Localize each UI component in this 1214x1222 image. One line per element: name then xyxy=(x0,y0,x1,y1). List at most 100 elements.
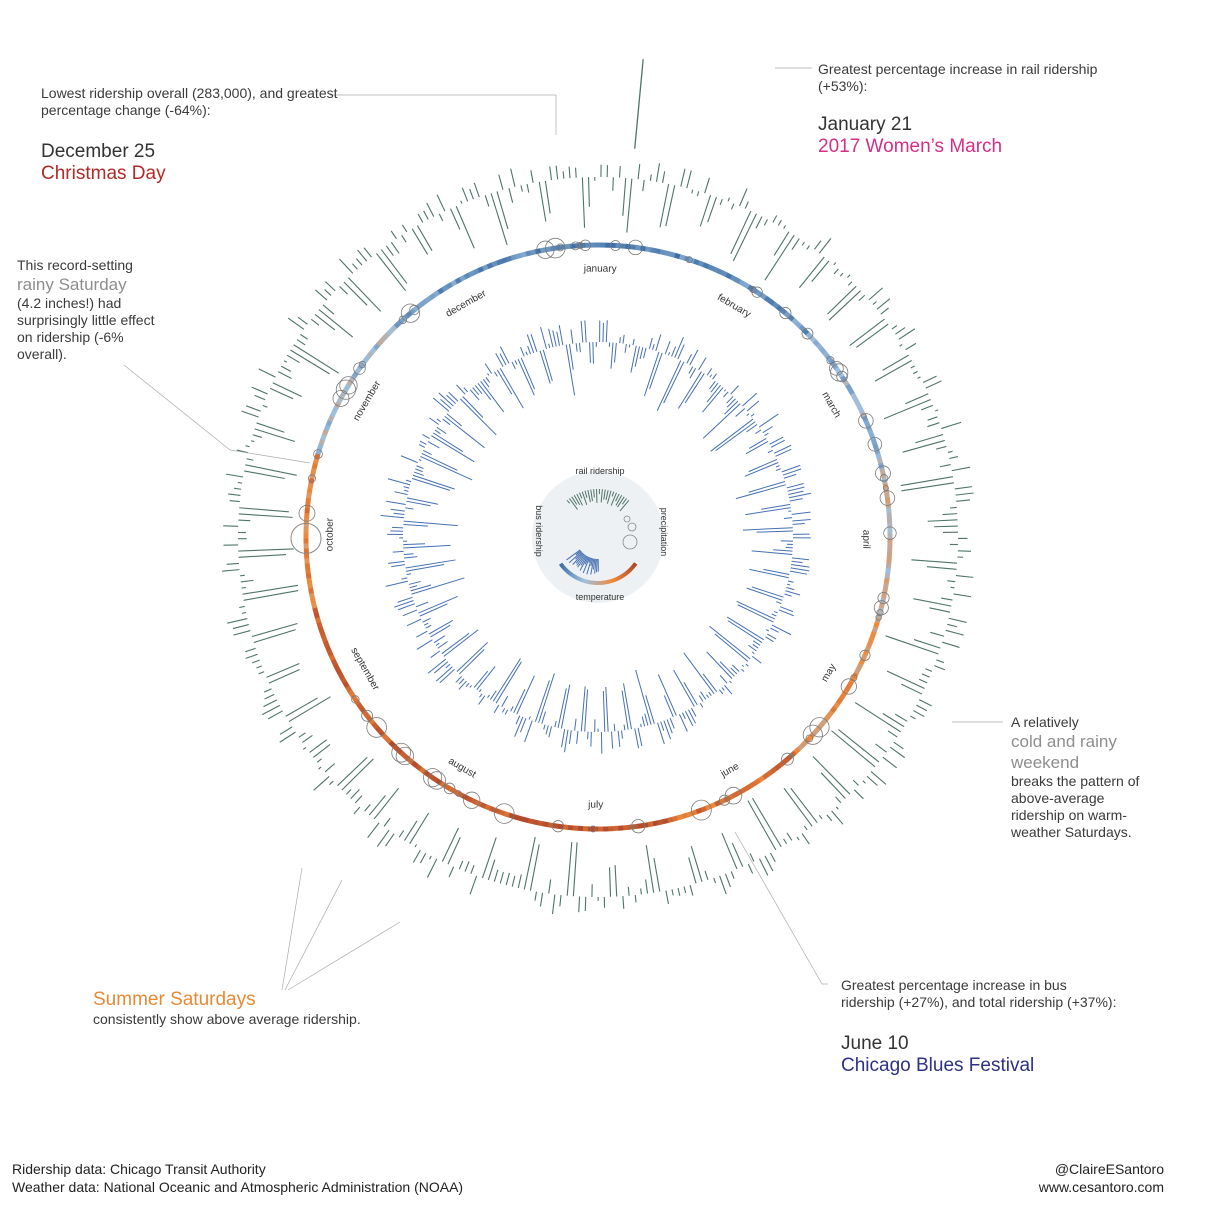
temperature-segment xyxy=(372,342,381,351)
month-label: august xyxy=(446,756,478,781)
temperature-ring xyxy=(303,242,893,832)
rail-bar xyxy=(915,433,944,444)
temperature-segment xyxy=(793,747,801,755)
rail-bar xyxy=(618,166,621,178)
womens-march-date: January 21 xyxy=(818,114,913,135)
temperature-segment xyxy=(652,820,659,827)
annotation-cold-weekend: A relatively cold and rainy weekend brea… xyxy=(1011,714,1151,841)
bus-bar xyxy=(413,471,424,476)
rail-bar xyxy=(350,789,360,800)
rail-bar xyxy=(895,327,906,335)
rail-bar xyxy=(948,617,967,623)
bus-bar xyxy=(403,486,410,489)
footer-handle[interactable]: @ClaireESantoro xyxy=(1054,1161,1164,1177)
bus-bar xyxy=(746,400,760,412)
temperature-segment xyxy=(337,672,345,680)
bus-bar xyxy=(422,617,431,623)
legend-bus-bar xyxy=(586,557,593,575)
precipitation-circle xyxy=(801,327,814,340)
bus-bar xyxy=(721,687,725,691)
rail-bar xyxy=(316,758,322,763)
rail-bar xyxy=(927,519,958,522)
bus-bar xyxy=(741,668,745,672)
rail-bar xyxy=(411,228,429,255)
rail-bar xyxy=(523,837,536,890)
rail-bar xyxy=(283,360,288,363)
rail-bar xyxy=(882,756,898,769)
bus-bar xyxy=(791,511,811,515)
rail-bar xyxy=(240,579,254,583)
bus-bar xyxy=(771,613,777,617)
temperature-segment xyxy=(885,563,892,569)
rail-bar xyxy=(232,624,249,630)
bus-bar xyxy=(621,690,629,730)
christmas-text: Lowest ridership overall (283,000), and … xyxy=(41,85,338,118)
rail-bar xyxy=(941,421,962,430)
temperature-segment xyxy=(475,800,482,807)
rail-bar xyxy=(324,763,336,773)
rail-bar xyxy=(858,294,866,302)
temperature-segment xyxy=(669,251,676,258)
bus-bar xyxy=(779,606,794,613)
temperature-segment xyxy=(764,295,772,303)
temperature-segment xyxy=(498,809,506,816)
bus-bar xyxy=(644,713,649,726)
womens-march-event: 2017 Women’s March xyxy=(818,136,1003,157)
rail-bar xyxy=(689,884,694,896)
rail-bar xyxy=(704,870,709,880)
rail-bar xyxy=(588,177,590,207)
rail-bar xyxy=(853,789,864,800)
footer-website[interactable]: www.cesantoro.com xyxy=(1038,1179,1164,1195)
precipitation-circle xyxy=(809,717,830,738)
temperature-segment xyxy=(642,822,649,828)
rail-bar xyxy=(874,359,913,382)
rail-bar xyxy=(242,584,299,595)
rail-bar xyxy=(239,507,289,513)
temperature-segment xyxy=(347,689,355,697)
temperature-segment xyxy=(718,797,726,805)
blues-fest-text: Greatest percentage increase in bus ride… xyxy=(841,977,1117,1010)
bus-bar xyxy=(671,346,677,357)
bus-bar xyxy=(766,633,777,640)
bus-bar xyxy=(709,374,713,378)
legend-bus-bar xyxy=(590,558,594,567)
bus-bar xyxy=(403,543,426,546)
rail-bar xyxy=(818,238,832,254)
bus-bar xyxy=(557,688,567,728)
temperature-segment xyxy=(768,298,776,306)
bus-bar xyxy=(727,620,763,643)
bus-bar xyxy=(770,627,779,633)
rail-bar xyxy=(243,590,299,601)
bus-bar xyxy=(419,444,426,448)
precipitation-circle xyxy=(627,239,644,256)
bus-bar xyxy=(610,342,614,369)
rail-bar xyxy=(499,872,504,884)
rail-bar xyxy=(918,678,928,684)
rail-bar xyxy=(250,440,255,443)
temperature-segment xyxy=(366,350,374,358)
bus-bar xyxy=(726,616,765,641)
rail-bar xyxy=(288,696,331,723)
rail-bar xyxy=(293,344,340,374)
bus-bar xyxy=(440,398,452,410)
bus-bar xyxy=(775,448,792,457)
temperature-segment xyxy=(325,419,333,427)
temperature-segment xyxy=(306,487,313,494)
footer-weather-source: Weather data: National Oceanic and Atmos… xyxy=(12,1179,464,1195)
legend-rail-bar xyxy=(617,496,625,508)
bus-bar xyxy=(516,675,535,715)
rail-bar xyxy=(555,165,559,180)
bus-bar xyxy=(730,385,739,395)
rail-bar xyxy=(936,659,945,664)
bus-bar xyxy=(775,468,781,472)
temperature-segment xyxy=(345,685,353,693)
bus-bar xyxy=(576,730,579,744)
precipitation-circle xyxy=(361,709,374,722)
temperature-segment xyxy=(846,680,854,689)
bus-bar xyxy=(446,413,463,427)
rail-bar xyxy=(820,772,846,799)
bus-bar xyxy=(778,609,794,617)
rail-bar xyxy=(814,240,822,250)
temperature-segment xyxy=(479,802,487,809)
temperature-segment xyxy=(477,266,485,273)
